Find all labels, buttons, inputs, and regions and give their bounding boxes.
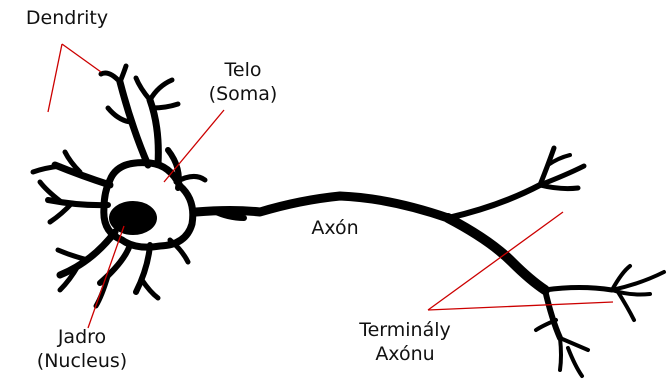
nucleus bbox=[109, 201, 157, 235]
soma-label: Telo (Soma) bbox=[188, 58, 298, 106]
nucleus-label-line2: (Nucleus) bbox=[36, 350, 128, 372]
soma-label-line1: Telo bbox=[224, 59, 262, 81]
nucleus-label: Jadro (Nucleus) bbox=[18, 325, 146, 373]
dendrites-label-line1: Dendrity bbox=[25, 7, 109, 29]
axon-label-line1: Axón bbox=[311, 217, 359, 239]
leader-soma bbox=[163, 109, 225, 183]
leader-dendrites-1 bbox=[47, 43, 63, 113]
nucleus-label-line1: Jadro bbox=[57, 326, 107, 348]
soma-label-line2: (Soma) bbox=[208, 83, 278, 105]
axon-terminals-label-line2: Axónu bbox=[375, 343, 435, 365]
leader-terminals-2 bbox=[427, 301, 614, 311]
axon-terminals-label-line1: Terminály bbox=[359, 319, 451, 341]
soma-body bbox=[100, 159, 197, 251]
axon bbox=[191, 145, 666, 378]
leader-terminals-1 bbox=[427, 211, 564, 311]
axon-label: Axón bbox=[295, 216, 375, 240]
leader-lines bbox=[47, 43, 614, 329]
dendrites-label: Dendrity bbox=[8, 6, 126, 30]
leader-nucleus bbox=[87, 225, 125, 329]
axon-terminals-label: Terminály Axónu bbox=[345, 318, 465, 366]
leader-dendrites-2 bbox=[61, 43, 102, 73]
